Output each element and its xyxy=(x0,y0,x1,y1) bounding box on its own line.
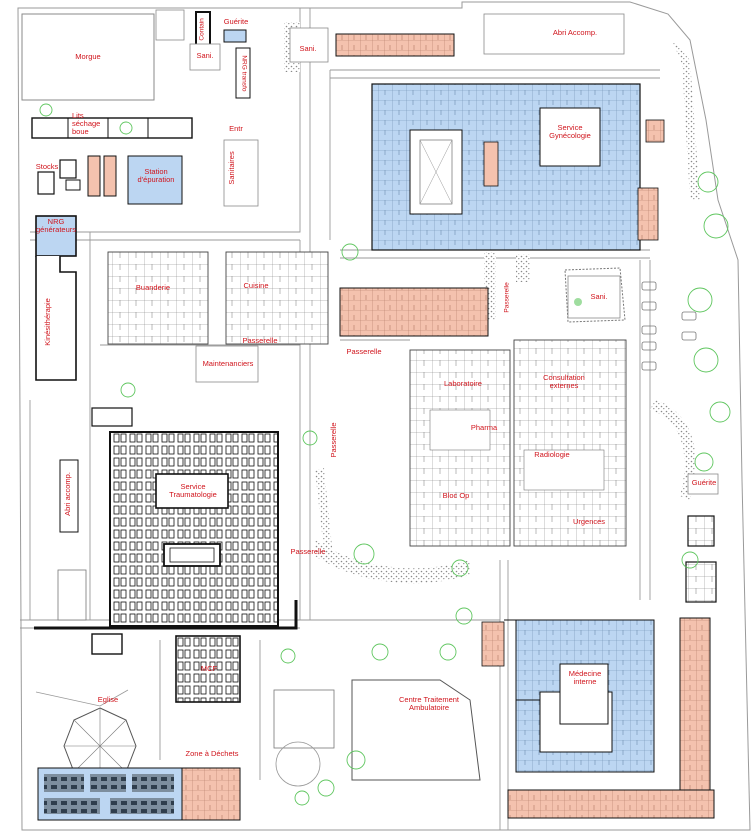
lab-consultation-complex xyxy=(409,339,627,547)
label-kinesitherapie: Kinésithérapie xyxy=(43,298,53,346)
label-sanitaires: Sanitaires xyxy=(227,151,237,185)
pink-central-building xyxy=(339,287,489,337)
label-mcf: MCF xyxy=(200,664,218,673)
sechage-beds xyxy=(31,117,193,139)
label-service-gyneco: Service Gynécologie xyxy=(549,123,591,140)
label-morgue: Morgue xyxy=(75,52,101,61)
label-passerelle-1: Passerelle xyxy=(242,336,278,345)
zone-dechets xyxy=(37,767,241,821)
guerite-right-block xyxy=(687,473,719,495)
label-medecine-interne: Médecine interne xyxy=(568,669,602,686)
maintenanciers-block xyxy=(195,345,259,383)
gyneco-complex xyxy=(371,83,665,251)
mcf-building xyxy=(91,633,241,703)
medecine-interne-complex xyxy=(481,617,715,819)
label-guerite-top: Guérite xyxy=(223,17,249,26)
label-stocks: Stocks xyxy=(35,162,59,171)
label-zone-dechets: Zone à Déchets xyxy=(185,749,239,758)
morgue-building xyxy=(21,13,155,101)
label-lits-sechage: Lits séchage boue xyxy=(72,111,101,136)
site-boundary xyxy=(17,1,751,831)
sani-block-top xyxy=(289,27,329,63)
conteneur-guerite xyxy=(155,9,251,99)
label-maintenanciers: Maintenanciers xyxy=(202,359,254,368)
label-radiologie: Radiologie xyxy=(534,450,570,459)
centre-traitement xyxy=(273,679,481,787)
label-nrg-generateurs: NRG générateurs xyxy=(35,217,77,234)
small-building-right xyxy=(687,515,715,547)
label-centre-traitement: Centre Traitement Ambulatoire xyxy=(398,695,460,712)
label-abri-accomp-top: Abri Accomp. xyxy=(552,28,598,37)
label-abri-accomp-left: Abri accomp. xyxy=(63,472,73,516)
buanderie-cuisine xyxy=(107,251,329,345)
label-entr: Entr xyxy=(229,124,243,133)
pink-building-top xyxy=(335,33,455,57)
nrg-generateurs xyxy=(35,215,77,381)
trees xyxy=(39,103,731,806)
label-passerelle-small: Passerelle xyxy=(503,282,511,313)
boundary-wall xyxy=(34,600,298,630)
label-nrg-transfo: NRG transfo xyxy=(240,55,248,92)
label-buanderie: Buanderie xyxy=(135,283,171,292)
sani-right-block xyxy=(567,275,621,319)
label-station-epuration: Station d'épuration xyxy=(137,167,175,184)
label-pharma: Pharma xyxy=(470,423,498,432)
label-sani-right: Sani. xyxy=(590,292,608,301)
label-sani-upper-mid: Sani. xyxy=(299,44,317,53)
label-conteneur: Contain xyxy=(198,18,206,41)
label-cuisine: Cuisine xyxy=(243,281,269,290)
label-eglise: Eglise xyxy=(97,695,119,704)
label-service-trauma: Service Traumatologie xyxy=(169,482,217,499)
label-passerelle-vertical: Passerelle xyxy=(329,422,339,458)
abri-accomp-top xyxy=(483,13,625,55)
label-laboratoire: Laboratoire xyxy=(444,379,482,388)
label-guerite-right: Guérite xyxy=(691,478,717,487)
label-passerelle-2: Passerelle xyxy=(346,347,382,356)
trauma-complex xyxy=(57,407,279,627)
label-passerelle-3: Passerelle xyxy=(290,547,326,556)
stocks-station xyxy=(37,139,259,207)
label-sani-top: Sani. xyxy=(196,51,214,60)
label-bloc-op: Bloc Op xyxy=(442,491,470,500)
parking-right xyxy=(641,281,697,371)
label-urgences: Urgences xyxy=(572,517,606,526)
small-building-right-2 xyxy=(685,561,717,603)
label-consultation-externes: Consultation externes xyxy=(543,373,585,390)
